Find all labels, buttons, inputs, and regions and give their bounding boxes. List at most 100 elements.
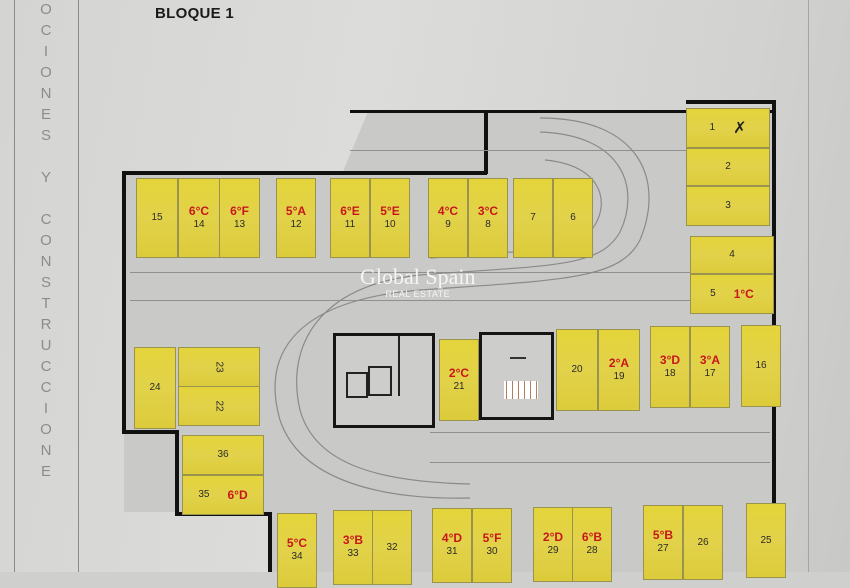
owner-label: 6°B <box>581 530 603 544</box>
side-letter: E <box>40 463 51 480</box>
wall <box>122 171 126 433</box>
parking-space: 4 <box>690 236 774 274</box>
space-number: 34 <box>291 551 303 562</box>
wall <box>484 110 488 174</box>
space-number: 19 <box>613 370 625 382</box>
parking-space: 20 <box>556 329 598 411</box>
space-number: 9 <box>445 218 451 230</box>
side-letter: C <box>40 211 52 228</box>
side-letter: I <box>43 400 49 417</box>
parking-space: 2 <box>686 148 770 186</box>
owner-label: 2°A <box>608 355 630 370</box>
owner-label: 6°F <box>230 203 249 218</box>
owner-label: 3°D <box>659 352 681 367</box>
stair-core <box>479 332 554 420</box>
owner-label: 5°F <box>482 531 502 545</box>
parking-space: 5 1°C <box>690 274 774 314</box>
space-number: 25 <box>760 534 772 546</box>
owner-label: 3°A <box>699 352 721 367</box>
side-letter: T <box>41 295 51 312</box>
side-letter: E <box>40 106 51 123</box>
wall <box>268 512 272 572</box>
space-number: 36 <box>217 449 229 460</box>
parking-space: 24 <box>134 347 176 429</box>
space-number: 23 <box>214 361 225 373</box>
space-number: 32 <box>386 541 398 553</box>
space-number: 14 <box>193 218 205 230</box>
parking-space: 7 <box>513 178 553 258</box>
wall <box>122 430 178 434</box>
wall <box>175 430 179 515</box>
elevator-shaft <box>346 372 368 398</box>
parking-space: 16 <box>741 325 781 407</box>
space-number: 22 <box>214 400 225 412</box>
margin-line <box>78 0 79 572</box>
parking-space: 26 <box>683 505 723 580</box>
space-number: 1 <box>709 122 716 133</box>
watermark-brand: Global Spain <box>360 264 476 289</box>
space-number: 35 <box>198 489 210 500</box>
space-number: 12 <box>290 218 302 230</box>
margin-line <box>14 0 15 572</box>
owner-label: 2°D <box>542 530 564 544</box>
parking-space: 3 <box>686 186 770 226</box>
parking-space: 32 <box>372 510 412 585</box>
watermark-subtitle: REAL ESTATE <box>385 289 451 299</box>
side-letter: U <box>40 337 52 354</box>
space-number: 30 <box>486 546 498 557</box>
side-letter: C <box>40 379 52 396</box>
space-number: 33 <box>347 548 359 559</box>
owner-label: 1°C <box>733 286 754 301</box>
space-number: 20 <box>571 364 583 375</box>
block-title: BLOQUE 1 <box>155 5 235 22</box>
side-letter: O <box>40 421 52 438</box>
side-letter: C <box>40 22 52 39</box>
watermark: Global Spain REAL ESTATE <box>360 264 476 300</box>
owner-label: 5°B <box>652 528 674 542</box>
parking-space: 6 <box>553 178 593 258</box>
space-number: 15 <box>151 212 163 223</box>
space-number: 13 <box>233 218 246 230</box>
space-number: 5 <box>710 288 716 299</box>
space-number: 24 <box>149 382 161 393</box>
owner-label: 2°C <box>448 365 470 380</box>
lane-line <box>130 300 690 301</box>
parking-space: 15 <box>136 178 178 258</box>
space-number: 17 <box>704 367 716 379</box>
space-number: 3 <box>725 200 731 211</box>
side-letter: S <box>40 127 51 144</box>
space-number: 8 <box>485 218 491 230</box>
parking-space: 36 <box>182 435 264 475</box>
space-number: 7 <box>530 212 536 223</box>
space-number: 29 <box>547 545 559 556</box>
owner-label: 4°C <box>437 203 459 218</box>
lane-line <box>430 432 770 433</box>
space-number: 16 <box>755 360 767 371</box>
side-letter: N <box>40 442 52 459</box>
space-number: 21 <box>453 380 465 392</box>
side-letter: R <box>40 316 52 333</box>
side-letter: O <box>40 64 52 81</box>
space-number: 28 <box>586 545 598 556</box>
space-number: 2 <box>725 161 731 172</box>
lane-line <box>130 272 690 273</box>
parking-space: 23 <box>178 347 260 387</box>
owner-label: 6°E <box>340 203 360 218</box>
side-letter: O <box>40 1 52 18</box>
elevator-core <box>333 333 435 428</box>
owner-label: 5°E <box>380 203 400 218</box>
